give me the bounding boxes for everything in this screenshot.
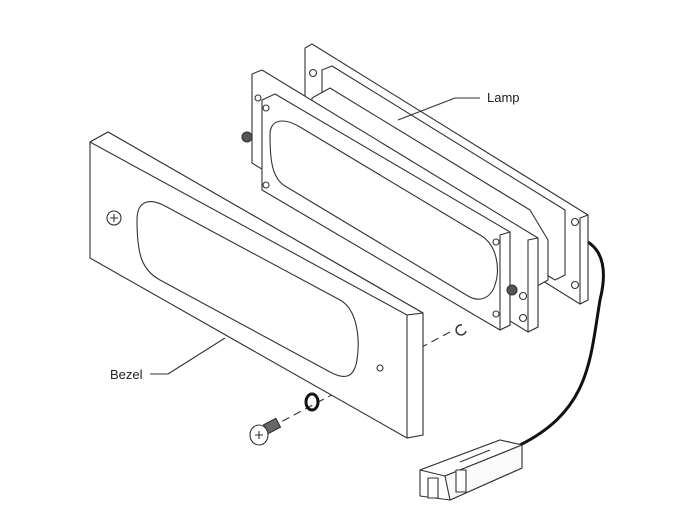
lamp-screw-left [241,131,253,143]
bezel [89,131,424,439]
lamp-face-plate [261,93,511,331]
bezel-label: Bezel [110,367,143,382]
lamp-screw-right [506,284,518,296]
bezel-leader-line [150,337,226,375]
bezel-window [136,201,359,378]
washer [304,392,320,412]
lamp-label: Lamp [487,90,520,105]
e-clip [455,324,467,336]
lamp-leader-line [397,97,480,121]
connector [419,439,523,501]
mounting-screw [249,417,282,446]
